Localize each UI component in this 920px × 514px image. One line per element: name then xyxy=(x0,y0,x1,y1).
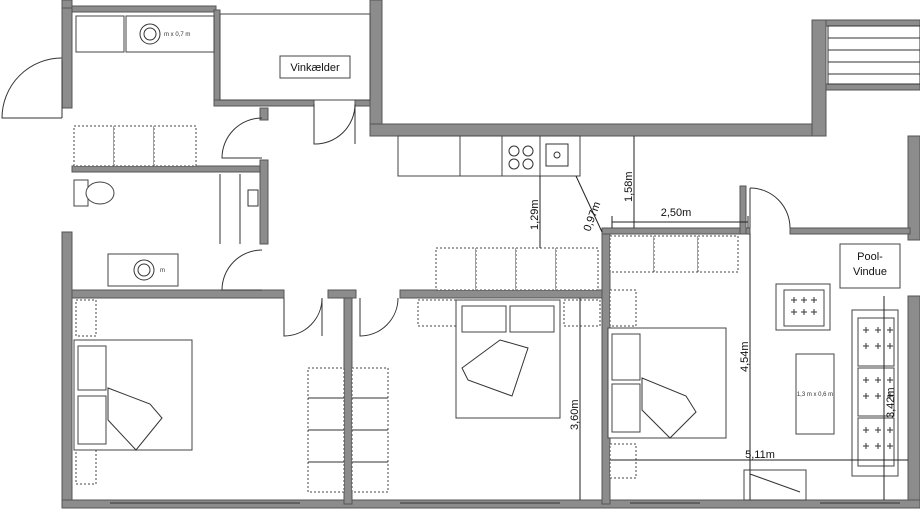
pool-window-label-2: Vindue xyxy=(853,266,887,278)
cushion-mark xyxy=(887,393,893,399)
bathroom: m xyxy=(73,174,259,287)
cushion-marks xyxy=(791,297,893,449)
utility-room: m x 0,7 m xyxy=(73,15,215,167)
dim-2-50: 2,50m xyxy=(661,207,692,219)
cushion-mark xyxy=(791,309,797,315)
dim-3-60: 3,60m xyxy=(569,399,581,430)
cushion-mark xyxy=(887,427,893,433)
cushion-mark xyxy=(875,393,881,399)
cushion-mark xyxy=(875,343,881,349)
cushion-mark xyxy=(863,443,869,449)
cushion-mark xyxy=(863,343,869,349)
cushion-mark xyxy=(875,443,881,449)
dining-shelves xyxy=(435,235,739,291)
dim-1-58: 1,58m xyxy=(623,171,635,202)
dim-5-11: 5,11m xyxy=(745,449,775,461)
table-size-label: 1,3 m x 0,6 m xyxy=(797,392,833,398)
cushion-mark xyxy=(811,297,817,303)
sink2-size-label: m xyxy=(160,268,165,274)
entrance-door xyxy=(1,57,63,119)
cushion-mark xyxy=(887,327,893,333)
walls xyxy=(61,0,920,509)
bedroom-2 xyxy=(307,297,399,493)
cushion-mark xyxy=(875,377,881,383)
sink-size-label: m x 0,7 m xyxy=(164,32,190,38)
dim-1-29: 1,29m xyxy=(529,199,541,230)
cushion-mark xyxy=(875,427,881,433)
bathroom-doors xyxy=(221,117,263,291)
cushion-mark xyxy=(863,327,869,333)
cushion-mark xyxy=(801,309,807,315)
bedroom-4 xyxy=(607,289,727,479)
cushion-mark xyxy=(875,327,881,333)
cellar-door xyxy=(313,103,356,145)
bedroom-1 xyxy=(73,297,323,485)
cushion-mark xyxy=(791,297,797,303)
staircase xyxy=(827,25,920,85)
wine-cellar: Vinkælder xyxy=(219,13,371,101)
dim-4-54: 4,54m xyxy=(739,341,751,372)
cushion-mark xyxy=(863,377,869,383)
cushion-mark xyxy=(811,309,817,315)
cushion-mark xyxy=(887,377,893,383)
kitchen xyxy=(397,135,581,177)
cushion-mark xyxy=(801,297,807,303)
bedroom-3 xyxy=(417,299,601,419)
cushion-mark xyxy=(887,343,893,349)
pool-window-label-1: Pool- xyxy=(857,251,883,263)
cushion-mark xyxy=(863,427,869,433)
cushion-mark xyxy=(863,393,869,399)
dim-3-42: 3,42m xyxy=(885,387,897,418)
cushion-mark xyxy=(887,443,893,449)
wine-cellar-label: Vinkælder xyxy=(290,62,340,74)
pool-room: Pool- Vindue 1,3 m x 0,6 m xyxy=(743,187,901,501)
